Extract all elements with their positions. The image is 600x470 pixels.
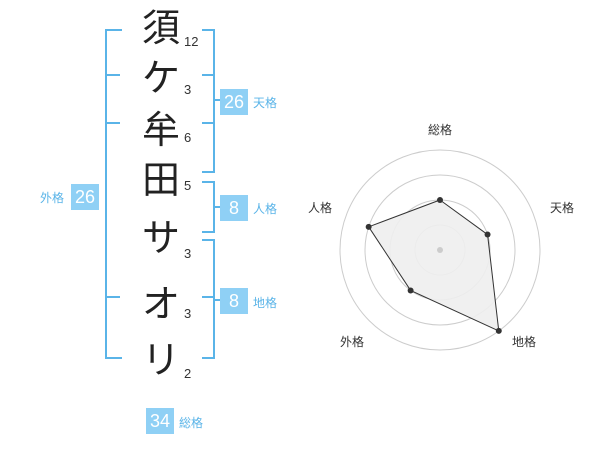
stroke-count-5: 3 xyxy=(184,246,192,261)
name-char-5: サ xyxy=(141,216,180,260)
jinkaku-label: 人格 xyxy=(253,202,278,216)
radar-area xyxy=(367,199,500,332)
gaikaku-label: 外格 xyxy=(40,191,65,205)
stroke-count-4: 5 xyxy=(184,178,192,193)
jinkaku-value: 8 xyxy=(220,195,248,221)
gaikaku-value: 26 xyxy=(71,184,99,210)
radar-axis-label-soukaku: 総格 xyxy=(427,123,452,137)
name-char-1: 須 xyxy=(141,6,180,50)
radar-axis-label-gaikaku: 外格 xyxy=(339,335,364,349)
name-char-4: 田 xyxy=(141,158,180,202)
soukaku-value: 34 xyxy=(146,408,174,434)
radar-ring-4 xyxy=(339,149,541,351)
radar-point-1 xyxy=(437,197,443,203)
name-char-6: オ xyxy=(141,282,180,326)
tenkaku-label: 天格 xyxy=(253,96,278,110)
radar-point-3 xyxy=(495,327,502,334)
radar-point-2 xyxy=(484,231,491,238)
name-char-3: 牟 xyxy=(141,108,180,152)
name-char-7: リ xyxy=(141,338,180,382)
radar-axis-label-jinkaku: 人格 xyxy=(307,201,332,215)
radar-ring-3 xyxy=(364,174,516,326)
radar-axis-label-chikaku: 地格 xyxy=(511,335,536,349)
chikaku-label: 地格 xyxy=(253,296,278,310)
stroke-count-3: 6 xyxy=(184,130,192,145)
stroke-count-2: 3 xyxy=(184,82,192,97)
tenkaku-value: 26 xyxy=(220,89,248,115)
radar-center-dot xyxy=(437,247,443,253)
stroke-count-6: 3 xyxy=(184,306,192,321)
radar-point-5 xyxy=(365,223,372,230)
radar-point-4 xyxy=(407,287,414,294)
gaikaku-bracket xyxy=(105,29,122,359)
soukaku-label: 総格 xyxy=(179,416,204,430)
radar-axis-label-tenkaku: 天格 xyxy=(549,201,574,215)
name-char-2: ケ xyxy=(141,56,180,100)
stroke-count-7: 2 xyxy=(184,366,192,381)
stroke-count-1: 12 xyxy=(184,34,199,49)
chikaku-value: 8 xyxy=(220,288,248,314)
